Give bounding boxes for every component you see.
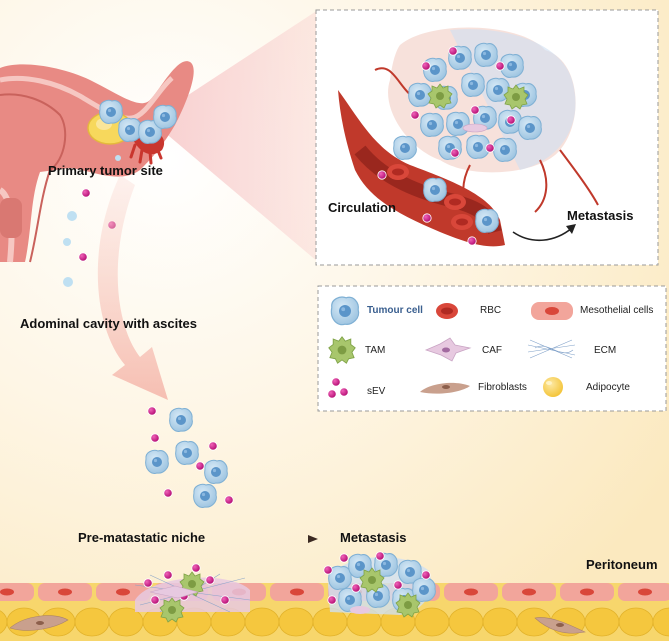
rbc-icon	[436, 303, 458, 319]
caf-icon	[424, 337, 472, 362]
tumour-cell-icon	[330, 296, 360, 326]
shed-cells	[63, 155, 121, 287]
adipocyte-cell	[652, 607, 669, 637]
pre-metastatic-niche-label: Pre-matastatic niche	[78, 530, 206, 545]
mesothelial-nucleus	[290, 588, 304, 596]
circulation-inset	[315, 9, 659, 266]
mesothelial-nucleus	[580, 588, 594, 596]
adipocyte-icon	[543, 377, 563, 397]
metastasis-inset-label: Metastasis	[567, 208, 634, 223]
mesothelial-nucleus	[522, 588, 536, 596]
legend-label-sev: sEV	[367, 386, 386, 397]
tumor-cluster	[408, 42, 542, 162]
mesothelial-nucleus	[638, 588, 652, 596]
peritoneum-label: Peritoneum	[586, 557, 658, 572]
zoom-beam	[150, 10, 318, 262]
uterus-illustration	[0, 61, 194, 263]
legend-label-tam: TAM	[365, 345, 386, 356]
legend-label-mesothelial: Mesothelial cells	[580, 305, 654, 316]
legend-label-ecm: ECM	[594, 345, 617, 356]
adipocyte-cell	[414, 607, 450, 637]
adipocyte-cell	[176, 607, 212, 637]
fibroblast-icon	[420, 382, 470, 394]
mesothelial-cell-icon	[531, 302, 573, 320]
adipocyte-cell	[108, 607, 144, 637]
pre-metastatic-niche-cluster	[134, 563, 251, 623]
legend-panel	[317, 285, 667, 412]
legend-label-rbc: RBC	[480, 305, 502, 316]
adipocyte-cell	[618, 607, 654, 637]
mesothelial-nucleus	[464, 588, 478, 596]
primary-tumor-site-label: Primary tumor site	[48, 163, 163, 178]
adipocyte-cell	[74, 607, 110, 637]
abdominal-cavity-label: Adominal cavity with ascites	[20, 316, 198, 331]
adipocyte-cell	[448, 607, 484, 637]
mesothelial-nucleus	[0, 588, 14, 596]
mesothelial-nucleus	[116, 588, 130, 596]
legend-label-caf: CAF	[482, 345, 502, 356]
fat-fibroblasts	[9, 615, 586, 634]
metastasis-cluster	[323, 551, 436, 618]
adipocyte-cell	[210, 607, 246, 637]
adipocyte-cell	[278, 607, 314, 637]
dissemination-arrow	[97, 175, 168, 400]
legend-label-tumour-cell: Tumour cell	[367, 305, 423, 316]
mesothelial-nucleus	[58, 588, 72, 596]
adipocyte-cell	[244, 607, 280, 637]
legend-label-fibroblasts: Fibroblasts	[478, 382, 527, 393]
metastasis-bottom-label: Metastasis	[340, 530, 407, 545]
adipocyte-cell	[584, 607, 620, 637]
circulation-label: Circulation	[328, 200, 396, 215]
ecm-icon	[527, 339, 576, 359]
adipocyte-cell	[482, 607, 518, 637]
legend-label-adipocyte: Adipocyte	[586, 382, 630, 393]
mesothelial-cell	[0, 583, 34, 601]
